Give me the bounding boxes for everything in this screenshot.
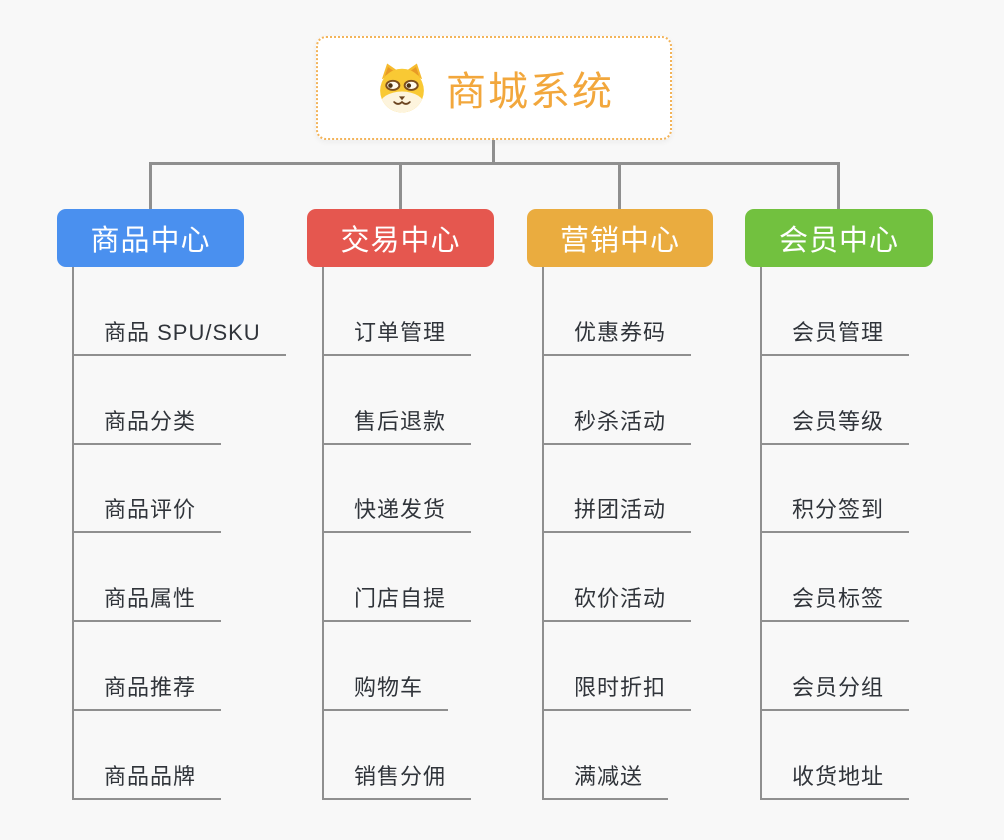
child-topic[interactable]: 积分签到 xyxy=(760,492,910,534)
connector-trunk xyxy=(149,162,840,165)
connector-drop-goods xyxy=(149,162,152,210)
branch-trade-center-label: 交易中心 xyxy=(340,225,461,257)
child-topic[interactable]: 会员标签 xyxy=(760,581,910,623)
child-topic[interactable]: 会员管理 xyxy=(760,315,910,356)
child-topic[interactable]: 商品属性 xyxy=(72,581,222,623)
branch-trade-children: 订单管理 售后退款 快递发货 门店自提 购物车 销售分佣 xyxy=(322,267,472,800)
child-topic[interactable]: 商品分类 xyxy=(72,404,222,445)
child-topic[interactable]: 秒杀活动 xyxy=(542,404,692,445)
child-topic[interactable]: 优惠券码 xyxy=(542,315,692,356)
child-topic[interactable]: 商品推荐 xyxy=(72,670,222,712)
connector-drop-marketing xyxy=(618,162,621,210)
child-topic[interactable]: 满减送 xyxy=(542,759,669,800)
child-topic[interactable]: 商品评价 xyxy=(72,492,222,534)
child-topic[interactable]: 会员等级 xyxy=(760,404,910,445)
child-topic[interactable]: 快递发货 xyxy=(322,492,472,534)
child-topic[interactable]: 销售分佣 xyxy=(322,759,472,800)
branch-goods-children: 商品 SPU/SKU 商品分类 商品评价 商品属性 商品推荐 商品品牌 xyxy=(72,267,286,800)
branch-trade-center[interactable]: 交易中心 xyxy=(307,209,494,267)
connector-drop-member xyxy=(837,162,840,210)
branch-marketing-children: 优惠券码 秒杀活动 拼团活动 砍价活动 限时折扣 满减送 xyxy=(542,267,692,800)
connector-drop-trade xyxy=(399,162,402,210)
dog-face-icon xyxy=(380,63,424,113)
branch-goods-center[interactable]: 商品中心 xyxy=(57,209,244,267)
child-topic[interactable]: 购物车 xyxy=(322,670,449,712)
child-topic[interactable]: 拼团活动 xyxy=(542,492,692,534)
child-topic[interactable]: 收货地址 xyxy=(760,759,910,800)
child-topic[interactable]: 商品品牌 xyxy=(72,759,222,800)
branch-goods-center-label: 商品中心 xyxy=(90,225,211,257)
child-topic[interactable]: 限时折扣 xyxy=(542,670,692,712)
child-topic[interactable]: 订单管理 xyxy=(322,315,472,356)
branch-member-center-label: 会员中心 xyxy=(778,225,899,257)
child-topic[interactable]: 砍价活动 xyxy=(542,581,692,623)
root-topic-label: 商城系统 xyxy=(446,70,614,114)
connector-root-stem xyxy=(492,140,495,163)
child-topic[interactable]: 商品 SPU/SKU xyxy=(72,315,286,356)
branch-marketing-center-label: 营销中心 xyxy=(559,225,680,257)
child-topic[interactable]: 门店自提 xyxy=(322,581,472,623)
child-topic[interactable]: 会员分组 xyxy=(760,670,910,712)
child-topic[interactable]: 售后退款 xyxy=(322,404,472,445)
root-topic[interactable]: 商城系统 xyxy=(316,36,672,140)
branch-member-children: 会员管理 会员等级 积分签到 会员标签 会员分组 收货地址 xyxy=(760,267,910,800)
branch-member-center[interactable]: 会员中心 xyxy=(745,209,933,267)
branch-marketing-center[interactable]: 营销中心 xyxy=(527,209,713,267)
